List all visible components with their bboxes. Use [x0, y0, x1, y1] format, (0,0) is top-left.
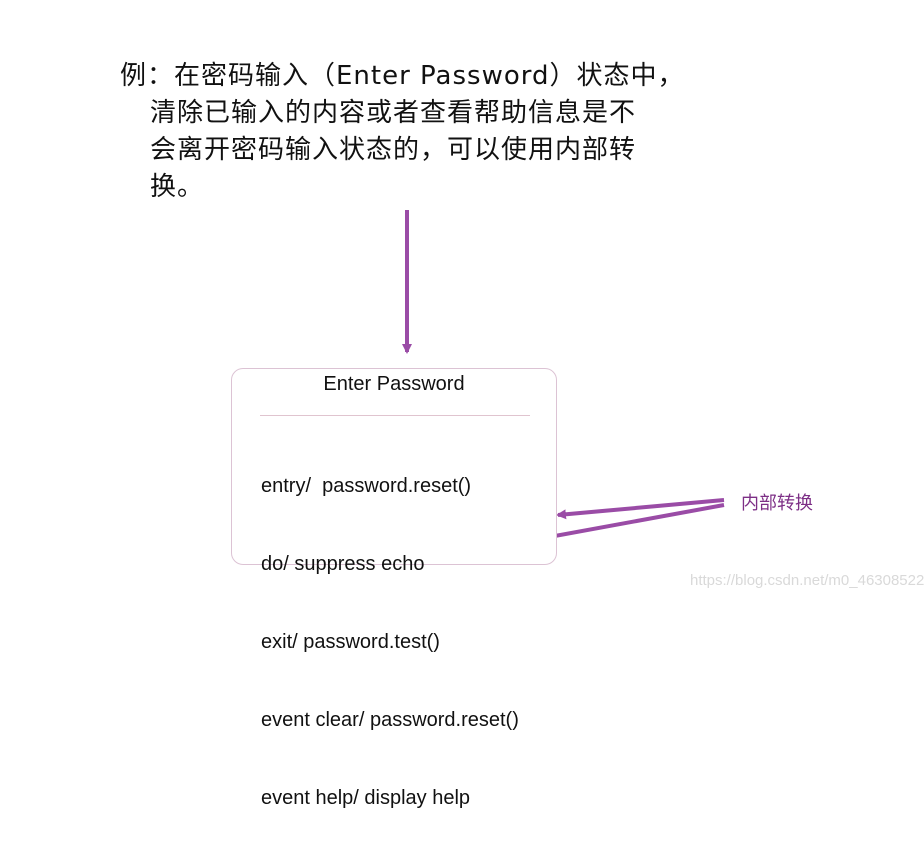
description-paragraph: 例：在密码输入（Enter Password）状态中， 清除已输入的内容或者查看… [120, 58, 720, 206]
action-do: do/ suppress echo [261, 553, 425, 575]
action-event-help: event help/ display help [261, 787, 471, 809]
paragraph-line-2: 清除已输入的内容或者查看帮助信息是不 [150, 98, 637, 128]
action-event-clear: event clear/ password.reset() [261, 709, 519, 731]
state-divider [260, 415, 530, 416]
action-exit: exit/ password.test() [261, 631, 440, 653]
state-actions: entry/ password.reset() do/ suppress ech… [261, 421, 519, 863]
internal-transition-arrow-clear [556, 498, 725, 520]
watermark: https://blog.csdn.net/m0_46308522 [690, 572, 924, 589]
state-box-enter-password: Enter Password entry/ password.reset() d… [231, 368, 557, 809]
state-name: Enter Password [323, 373, 465, 395]
paragraph-line-3: 会离开密码输入状态的，可以使用内部转 [150, 135, 637, 165]
paragraph-line-4: 换。 [150, 172, 205, 202]
action-entry: entry/ password.reset() [261, 475, 472, 497]
internal-transition-label: 内部转换 [741, 493, 813, 514]
paragraph-line-1: 例：在密码输入（Enter Password）状态中， [120, 61, 685, 91]
